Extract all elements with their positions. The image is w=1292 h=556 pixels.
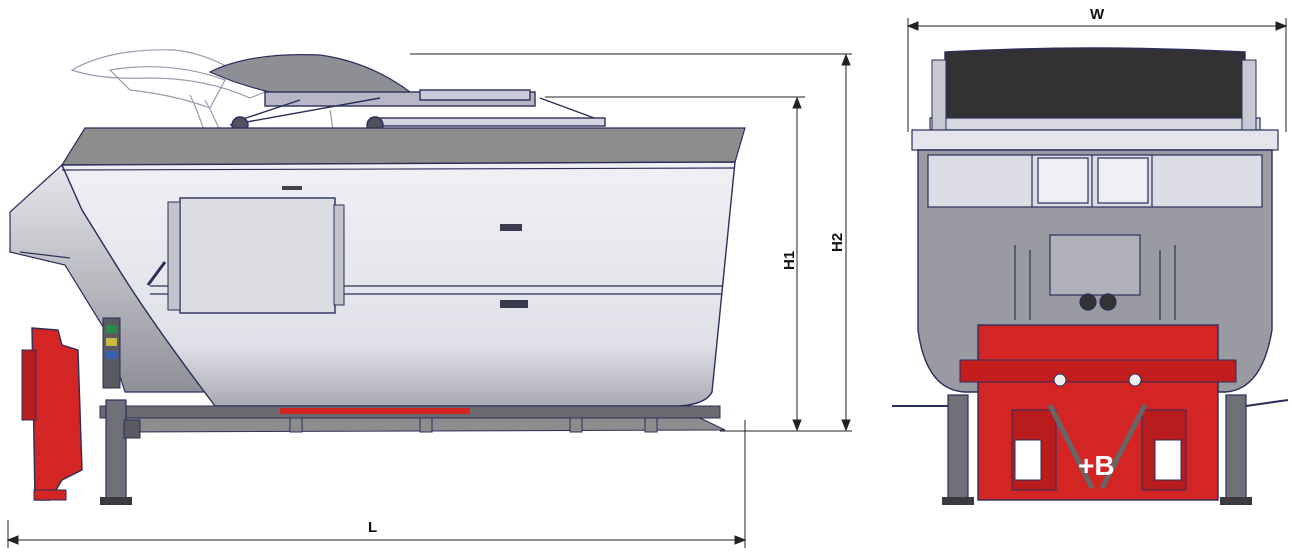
front-hinge-left [931, 59, 947, 136]
front-window-band [927, 154, 1263, 208]
dimension-label-length: L [368, 519, 377, 536]
dimension-lines [6, 18, 1288, 548]
front-window-right [1154, 439, 1182, 481]
body-top-rim [60, 127, 746, 166]
support-leg [100, 399, 141, 505]
control-box [102, 317, 121, 389]
hatch-door [146, 186, 345, 314]
front-window-left [1014, 439, 1042, 481]
front-view: +B [892, 47, 1289, 505]
dimension-label-height1: H1 [781, 251, 798, 270]
front-support-legs [892, 394, 1289, 505]
lid-cover [208, 54, 412, 99]
chassis-base [99, 405, 726, 433]
front-mechanism [1014, 234, 1176, 320]
side-view [9, 49, 746, 505]
side-latch [500, 224, 522, 231]
front-lid-edge [929, 117, 1261, 131]
brand-badge: +B [1078, 450, 1115, 481]
dimension-label-height2: H2 [829, 233, 846, 252]
front-lift-frame [21, 327, 83, 501]
side-latch-lower [500, 300, 528, 308]
front-hinge-right [1241, 59, 1257, 136]
front-upper-frame [911, 129, 1279, 151]
front-red-frame: +B [959, 324, 1237, 501]
front-lid [944, 47, 1246, 121]
dimension-label-width: W [1090, 6, 1105, 23]
